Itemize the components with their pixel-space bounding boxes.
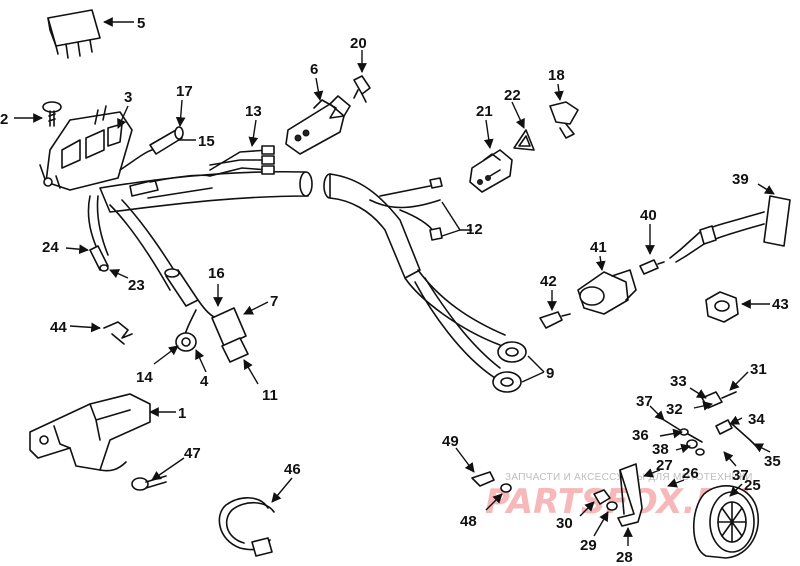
callout-30: 30 [556, 515, 573, 532]
nut-washer-part-29-30 [593, 489, 618, 511]
bulb-part-42 [539, 311, 571, 329]
callout-27: 27 [656, 457, 673, 474]
callout-9: 9 [546, 365, 554, 382]
callout-11: 11 [262, 387, 278, 404]
screw-part-2 [42, 101, 62, 127]
callout-4: 4 [200, 373, 209, 390]
gauge-part-25 [693, 485, 760, 559]
callout-41: 41 [590, 239, 607, 256]
callout-20: 20 [350, 35, 367, 52]
bulb-part-20 [353, 75, 371, 103]
bracket-part-28 [617, 463, 643, 527]
callout-17: 17 [176, 83, 193, 100]
callout-labels: 5 2 3 17 15 13 6 20 12 21 22 18 39 40 41… [0, 15, 789, 566]
callout-21: 21 [476, 103, 493, 120]
grommet-part-22 [513, 129, 535, 151]
callout-24: 24 [42, 239, 59, 256]
callout-33: 33 [670, 373, 687, 390]
right-harness-part [323, 173, 506, 379]
screw-part-47 [131, 475, 167, 491]
callout-23: 23 [128, 277, 145, 294]
lead-boot-part-23 [89, 245, 109, 272]
ring-terminal-part-9 [492, 341, 527, 393]
wire-leads-part [209, 145, 275, 177]
callout-18: 18 [548, 67, 565, 84]
callout-44: 44 [50, 319, 67, 336]
callout-37-upper: 37 [636, 393, 653, 410]
callout-37-lower: 37 [732, 467, 749, 484]
callout-12: 12 [466, 221, 483, 238]
callout-31: 31 [750, 361, 767, 378]
callout-47: 47 [184, 445, 201, 462]
connector-part-6 [285, 95, 351, 155]
cable-plug-part-39 [669, 195, 791, 263]
boot-part-15 [119, 126, 184, 171]
relay-part [47, 9, 101, 59]
callout-29: 29 [580, 537, 597, 554]
callout-46: 46 [284, 461, 301, 478]
callout-40: 40 [640, 207, 657, 224]
clip-screw-part-48-49 [471, 471, 512, 493]
nut-part-43 [705, 291, 739, 323]
callout-22: 22 [504, 87, 521, 104]
callout-49: 49 [442, 433, 459, 450]
connector-part-41 [577, 269, 637, 315]
callout-38: 38 [652, 441, 669, 458]
callout-15: 15 [198, 133, 215, 150]
callout-34: 34 [748, 411, 765, 428]
callout-1: 1 [178, 405, 186, 422]
callout-43: 43 [772, 296, 789, 313]
clip-part-44 [103, 321, 133, 345]
callout-25: 25 [744, 477, 761, 494]
callout-16: 16 [208, 265, 225, 282]
callout-26: 26 [682, 465, 699, 482]
callout-7: 7 [270, 293, 278, 310]
callout-5: 5 [137, 15, 145, 32]
callout-14: 14 [136, 369, 153, 386]
callout-36: 36 [632, 427, 649, 444]
leader-lines [14, 17, 775, 546]
callout-39: 39 [732, 171, 749, 188]
socket-part-18 [549, 101, 579, 139]
callout-35: 35 [764, 453, 781, 470]
bracket-part-1 [29, 393, 151, 472]
callout-48: 48 [460, 513, 477, 530]
callout-13: 13 [245, 103, 262, 120]
callout-2: 2 [0, 111, 8, 128]
pin-part-40 [639, 259, 665, 275]
callout-28: 28 [616, 549, 633, 566]
strap-part-46 [218, 497, 275, 557]
callout-3: 3 [124, 89, 132, 106]
terminal-block-part [39, 105, 133, 191]
callout-6: 6 [310, 61, 318, 78]
lower-connector-group [164, 268, 249, 363]
main-harness-part [87, 170, 313, 291]
callout-32: 32 [666, 401, 683, 418]
connector-part-21 [469, 149, 513, 193]
callout-42: 42 [540, 273, 557, 290]
